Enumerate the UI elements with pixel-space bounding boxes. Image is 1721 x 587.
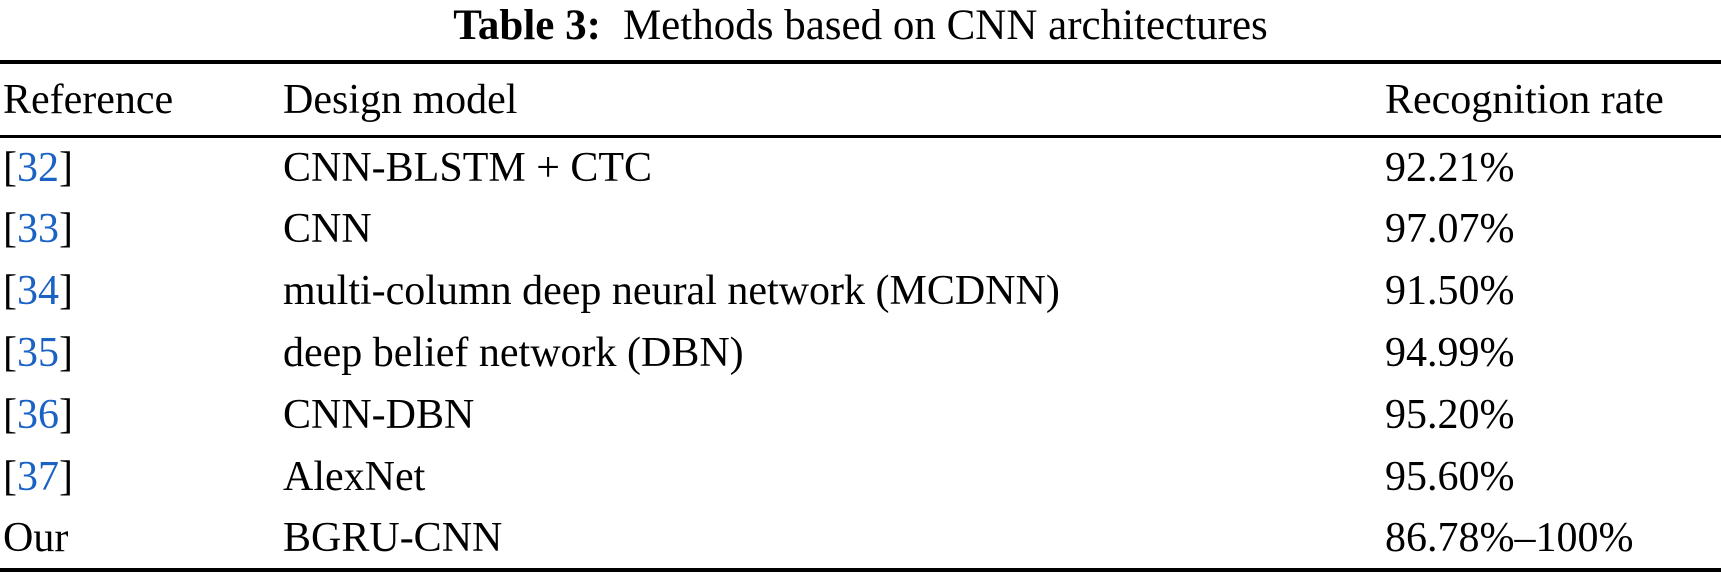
design-model-cell: deep belief network (DBN) bbox=[283, 330, 744, 376]
reference-cell: [36] bbox=[0, 384, 283, 446]
citation-bracket-open: [ bbox=[3, 144, 17, 191]
recognition-rate-cell: 92.21% bbox=[1385, 144, 1515, 191]
citation-bracket-close: ] bbox=[59, 454, 73, 500]
recognition-rate-cell: 95.20% bbox=[1385, 392, 1515, 438]
recognition-rate-cell: 97.07% bbox=[1385, 206, 1515, 252]
reference-cell-plain: Our bbox=[3, 515, 69, 561]
column-header-recognition-rate: Recognition rate bbox=[1385, 77, 1664, 124]
citation-link[interactable]: 37 bbox=[17, 454, 59, 500]
reference-cell: [35] bbox=[0, 322, 283, 384]
citation-link[interactable]: 34 bbox=[17, 268, 59, 314]
recognition-rate-cell: 94.99% bbox=[1385, 330, 1515, 376]
table-row: [32] CNN-BLSTM + CTC 92.21% bbox=[0, 136, 1721, 198]
citation-bracket-close: ] bbox=[59, 392, 73, 438]
column-header-reference: Reference bbox=[3, 77, 174, 124]
citation-bracket-open: [ bbox=[3, 206, 17, 252]
design-model-cell: CNN bbox=[283, 206, 372, 252]
reference-cell: [37] bbox=[0, 446, 283, 508]
citation-bracket-open: [ bbox=[3, 454, 17, 500]
design-model-cell: CNN-BLSTM + CTC bbox=[283, 144, 653, 191]
table-row: [37] AlexNet 95.60% bbox=[0, 446, 1721, 508]
design-model-cell: multi-column deep neural network (MCDNN) bbox=[283, 268, 1060, 314]
design-model-cell: AlexNet bbox=[283, 454, 426, 500]
design-model-cell: BGRU-CNN bbox=[283, 515, 503, 561]
reference-cell: [34] bbox=[0, 260, 283, 322]
methods-table: Reference Design model Recognition rate … bbox=[0, 60, 1721, 572]
reference-cell: [32] bbox=[0, 136, 283, 198]
table-row: [36] CNN-DBN 95.20% bbox=[0, 384, 1721, 446]
citation-link[interactable]: 32 bbox=[17, 144, 59, 191]
citation-link[interactable]: 35 bbox=[17, 330, 59, 376]
table-row: [33] CNN 97.07% bbox=[0, 198, 1721, 260]
table-row: [34] multi-column deep neural network (M… bbox=[0, 260, 1721, 322]
design-model-cell: CNN-DBN bbox=[283, 392, 475, 438]
recognition-rate-cell: 91.50% bbox=[1385, 268, 1515, 314]
citation-bracket-close: ] bbox=[59, 206, 73, 252]
citation-bracket-open: [ bbox=[3, 330, 17, 376]
table-row: [35] deep belief network (DBN) 94.99% bbox=[0, 322, 1721, 384]
column-header-design-model: Design model bbox=[283, 77, 518, 124]
recognition-rate-cell: 95.60% bbox=[1385, 454, 1515, 500]
citation-bracket-open: [ bbox=[3, 268, 17, 314]
citation-bracket-close: ] bbox=[59, 268, 73, 314]
table-caption: Table 3: Methods based on CNN architectu… bbox=[0, 0, 1721, 60]
header-row: Reference Design model Recognition rate bbox=[0, 62, 1721, 136]
citation-bracket-close: ] bbox=[59, 330, 73, 376]
table-caption-text: Methods based on CNN architectures bbox=[622, 2, 1268, 49]
table-header: Reference Design model Recognition rate bbox=[0, 62, 1721, 136]
table-row: Our BGRU-CNN 86.78%–100% bbox=[0, 508, 1721, 570]
reference-cell: [33] bbox=[0, 198, 283, 260]
citation-link[interactable]: 36 bbox=[17, 392, 59, 438]
recognition-rate-cell: 86.78%–100% bbox=[1385, 515, 1634, 561]
citation-bracket-open: [ bbox=[3, 392, 17, 438]
citation-bracket-close: ] bbox=[59, 144, 73, 191]
table-caption-label: Table 3: bbox=[453, 2, 601, 49]
citation-link[interactable]: 33 bbox=[17, 206, 59, 252]
table-body: [32] CNN-BLSTM + CTC 92.21% [33] CNN 97.… bbox=[0, 136, 1721, 570]
